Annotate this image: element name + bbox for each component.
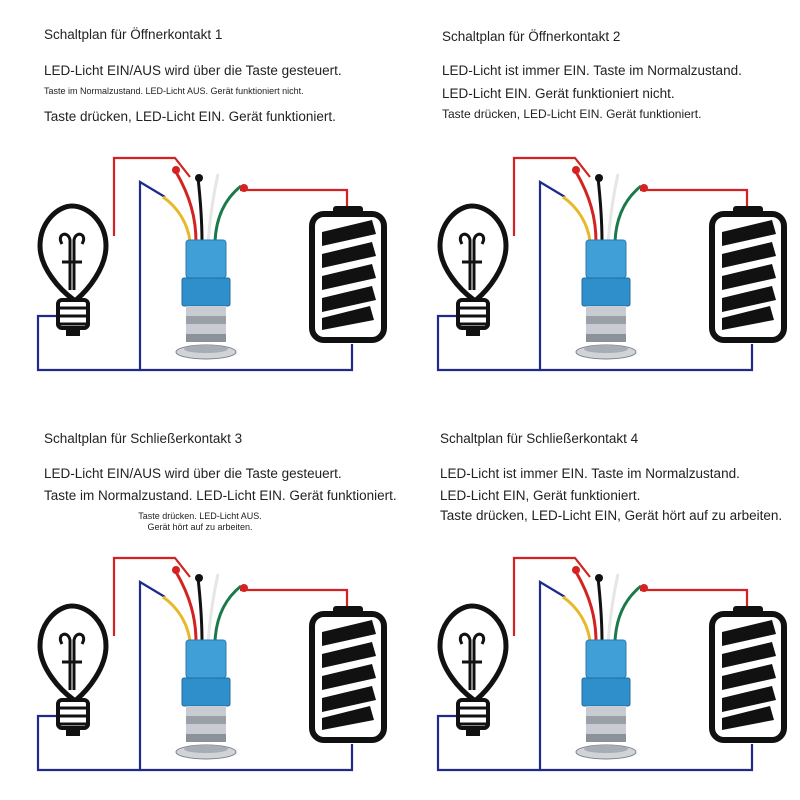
description-line: Taste drücken, LED-Licht EIN. Gerät funk… — [442, 107, 702, 121]
circuit-graphic — [438, 558, 784, 770]
description-line: LED-Licht EIN, Gerät funktioniert. — [440, 488, 641, 503]
wiring-diagram — [400, 0, 800, 400]
description-line: Taste im Normalzustand. LED-Licht EIN. G… — [44, 488, 397, 503]
diagram-panel-4: Schaltplan für Schließerkontakt 4 LED-Li… — [400, 400, 800, 800]
circuit-graphic — [438, 158, 784, 370]
description-line: Taste drücken, LED-Licht EIN, Gerät hört… — [440, 508, 783, 523]
description-line: LED-Licht ist immer EIN. Taste im Normal… — [440, 466, 740, 481]
panel-title: Schaltplan für Schließerkontakt 4 — [440, 431, 639, 446]
description-line: LED-Licht EIN/AUS wird über die Taste ge… — [44, 63, 342, 78]
description-line: LED-Licht EIN/AUS wird über die Taste ge… — [44, 466, 342, 481]
wiring-diagram — [400, 400, 800, 800]
description-line: Taste drücken, LED-Licht EIN. Gerät funk… — [44, 109, 336, 124]
diagram-panel-2: Schaltplan für Öffnerkontakt 2 LED-Licht… — [400, 0, 800, 400]
circuit-graphic — [38, 158, 384, 370]
description-line: Taste im Normalzustand. LED-Licht AUS. G… — [44, 86, 304, 96]
wiring-diagram — [0, 400, 400, 800]
panel-title: Schaltplan für Schließerkontakt 3 — [44, 431, 243, 446]
panel-title: Schaltplan für Öffnerkontakt 2 — [442, 29, 621, 44]
wiring-diagram — [0, 0, 400, 400]
panel-title: Schaltplan für Öffnerkontakt 1 — [44, 27, 223, 42]
diagram-panel-1: Schaltplan für Öffnerkontakt 1 LED-Licht… — [0, 0, 400, 400]
description-line: LED-Licht EIN. Gerät funktioniert nicht. — [442, 86, 675, 101]
description-line: Gerät hört auf zu arbeiten. — [147, 522, 253, 532]
circuit-graphic — [38, 558, 384, 770]
diagram-panel-3: Schaltplan für Schließerkontakt 3 LED-Li… — [0, 400, 400, 800]
description-line: Taste drücken. LED-Licht AUS. — [138, 511, 262, 521]
description-line: LED-Licht ist immer EIN. Taste im Normal… — [442, 63, 742, 78]
